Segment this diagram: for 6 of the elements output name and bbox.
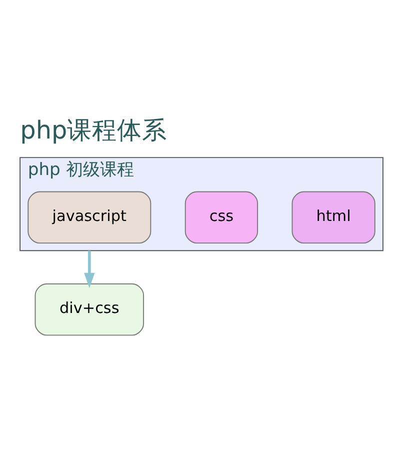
node-box: div+css [34, 283, 144, 336]
node-box: javascript [28, 191, 152, 244]
arrow [84, 250, 95, 288]
node-box: html [292, 191, 376, 244]
diagram-title: php课程体系 [20, 115, 168, 144]
node-box: css [184, 191, 258, 244]
